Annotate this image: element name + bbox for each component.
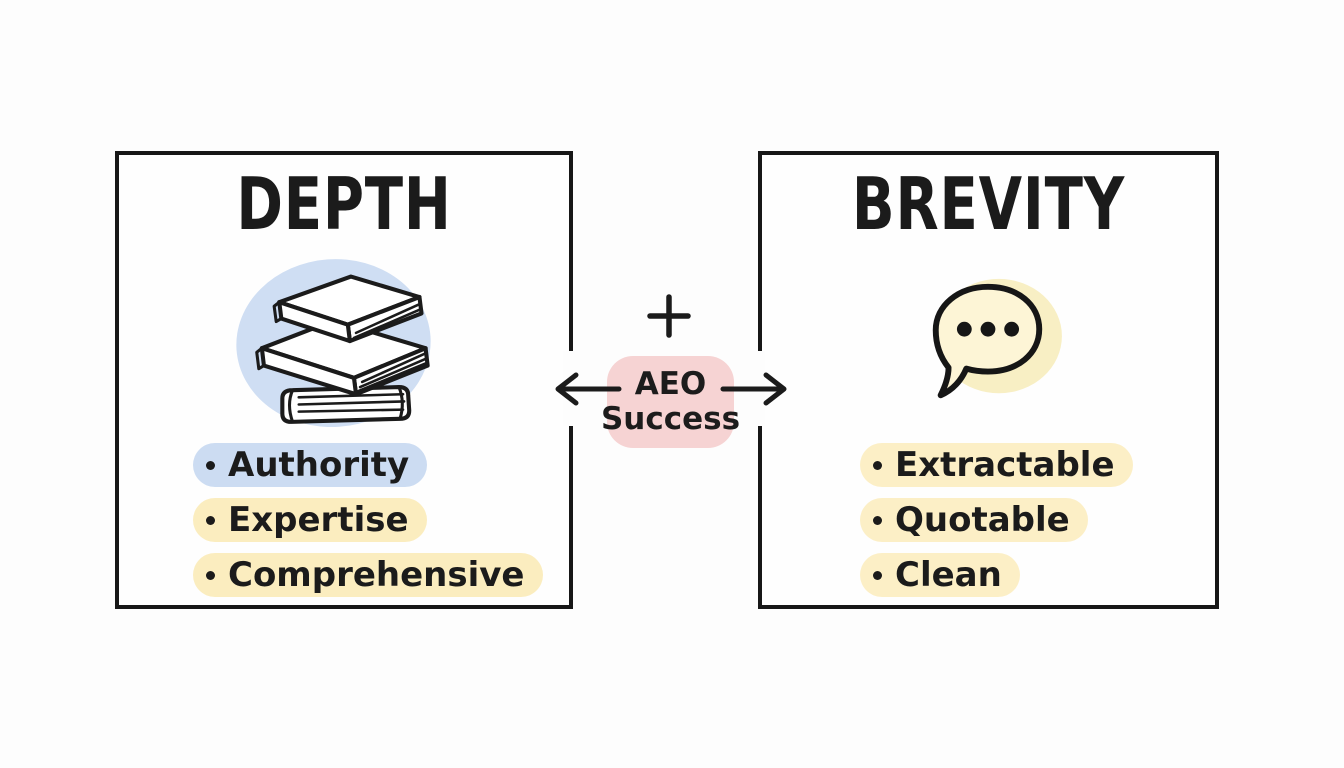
speech-bubble-icon bbox=[908, 273, 1066, 411]
brevity-panel-title: BREVITY bbox=[851, 162, 1126, 246]
bubble-dot bbox=[980, 321, 996, 337]
right-arrow-icon bbox=[719, 371, 791, 407]
bullet-dot bbox=[206, 516, 215, 525]
list-item-label: Comprehensive bbox=[228, 555, 525, 595]
list-item-label: Clean bbox=[895, 555, 1002, 595]
bullet-dot bbox=[873, 516, 882, 525]
brevity-panel: BREVITY Extractable Quotable Clean bbox=[758, 151, 1219, 609]
left-arrow-icon bbox=[551, 371, 623, 407]
bubble-outline bbox=[932, 283, 1043, 399]
bubble-dot bbox=[1004, 321, 1020, 337]
bullet-dot bbox=[873, 461, 882, 470]
depth-panel: DEPTH bbox=[115, 151, 573, 609]
aeo-success-node: AEO Success bbox=[601, 356, 740, 448]
books-icon bbox=[231, 251, 436, 427]
speech-bubble-icon-svg bbox=[932, 278, 1062, 399]
list-item-label: Extractable bbox=[895, 445, 1115, 485]
books-icon-svg bbox=[236, 259, 431, 427]
depth-list: Authority Expertise Comprehensive bbox=[193, 443, 543, 608]
bullet-dot bbox=[206, 571, 215, 580]
aeo-success-line2: Success bbox=[600, 401, 741, 437]
bullet-dot bbox=[873, 571, 882, 580]
bubble-dot bbox=[956, 321, 972, 337]
list-item-authority: Authority bbox=[193, 443, 428, 487]
list-item-expertise: Expertise bbox=[193, 498, 427, 542]
list-item-label: Authority bbox=[228, 445, 410, 485]
list-item-clean: Clean bbox=[860, 553, 1020, 597]
brevity-list: Extractable Quotable Clean bbox=[860, 443, 1133, 608]
bullet-dot bbox=[206, 461, 215, 470]
depth-panel-title: DEPTH bbox=[236, 162, 452, 246]
list-item-label: Quotable bbox=[895, 500, 1070, 540]
list-item-label: Expertise bbox=[228, 500, 409, 540]
list-item-extractable: Extractable bbox=[860, 443, 1133, 487]
plus-icon bbox=[646, 293, 692, 339]
list-item-quotable: Quotable bbox=[860, 498, 1088, 542]
list-item-comprehensive: Comprehensive bbox=[193, 553, 543, 597]
aeo-success-line1: AEO bbox=[634, 366, 707, 403]
